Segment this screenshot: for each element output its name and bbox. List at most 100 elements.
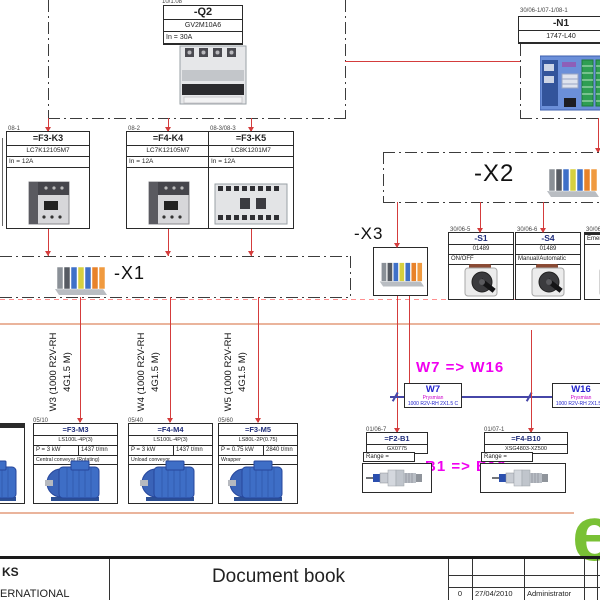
x2-band-left xyxy=(383,152,384,202)
wire-k5-x1 xyxy=(251,229,252,256)
x2-label: -X2 xyxy=(474,160,515,187)
s5-tag xyxy=(585,233,600,234)
titleblock-row-line-2 xyxy=(448,587,600,588)
titleblock-divider-6 xyxy=(597,559,598,600)
m5-speed: 2840 t/mn xyxy=(266,447,293,453)
cable-rename-note-w: W7 => W16 xyxy=(416,359,505,376)
wire-to-b10 xyxy=(531,330,532,432)
contactor-photo-k4 xyxy=(148,181,190,225)
s4-tag: -S4 xyxy=(516,233,580,245)
w7-brand: Prysmian xyxy=(422,395,444,401)
m3-crossref: 05/10 xyxy=(33,418,49,424)
k3-crossref: 08-1 xyxy=(8,126,21,132)
k4-current: In = 12A xyxy=(127,157,209,168)
selector-switch-photo-s4 xyxy=(531,264,565,297)
q2-type: GV2M10A6 xyxy=(164,20,242,32)
m4-crossref: 05/40 xyxy=(128,418,144,424)
m3-tag: =F3-M3 xyxy=(34,424,117,436)
k3-type: LC7K12105M7 xyxy=(7,146,89,157)
b1-crossref: 01/06-7 xyxy=(366,427,387,433)
wire-q2-k5 xyxy=(251,118,252,131)
cable-w5-line2: 4G1.5 M) xyxy=(237,352,248,392)
q2-frame-left xyxy=(48,0,49,118)
company-name-bottom: ERNATIONAL xyxy=(0,588,70,600)
wire-x1-m4 xyxy=(170,297,171,422)
left-neighbor-fragment xyxy=(2,138,3,226)
n1-crossref: 30/06-1/07-1/08-1 xyxy=(520,8,568,14)
b1-tag: =F2-B1 xyxy=(367,433,427,445)
k3-tag: =F3-K3 xyxy=(7,132,89,146)
n1-frame-bottom xyxy=(520,118,600,119)
s4-type: 01489 xyxy=(516,245,580,255)
wire-k3-x1 xyxy=(48,229,49,256)
wire-x3-b1 xyxy=(397,296,398,432)
sensor-b10-label: =F4-B10 XSG4803-XZ500 xyxy=(484,432,568,454)
wire-x2-x3 xyxy=(397,202,398,247)
x1-band-top xyxy=(0,256,352,257)
motor-photo-partial xyxy=(0,460,17,501)
selector-switch-photo-s1 xyxy=(464,264,498,297)
s4-crossref: 30/06-6 xyxy=(517,227,538,233)
plc-n1-label: -N1 1747-L40 xyxy=(518,16,600,44)
k4-tag: =F4-K4 xyxy=(127,132,209,146)
revision-author: Administrator xyxy=(527,589,572,598)
wire-n1-x2 xyxy=(598,118,599,152)
document-title: Document book xyxy=(211,566,346,587)
k5-current: In = 12A xyxy=(209,157,293,168)
cable-w5-line1: W5 (1000 R2V-RH xyxy=(223,332,234,412)
titleblock-divider-2 xyxy=(448,559,449,600)
proximity-sensor-photo-b10 xyxy=(492,469,548,487)
terminal-strip-photo-x2 xyxy=(547,168,599,197)
q2-tag: -Q2 xyxy=(164,6,242,20)
b1-type: GX0775 xyxy=(386,446,408,452)
proximity-sensor-photo-b1 xyxy=(366,469,422,487)
q2-frame-bottom xyxy=(48,118,346,119)
breaker-q2-label: -Q2 GV2M10A6 In = 30A xyxy=(163,5,243,45)
cable-w3-line1: W3 (1000 R2V-RH xyxy=(48,332,59,412)
cable-box-w16: W16 Prysmian 1000 R2V-RH 2X1.5 C xyxy=(552,383,600,408)
n1-tag: -N1 xyxy=(519,17,600,31)
q2-frame-right xyxy=(345,0,346,118)
m3-power: P = 3 kW xyxy=(34,446,79,455)
wire-x3-w7 xyxy=(409,296,410,393)
wire-x2-s1 xyxy=(480,202,481,232)
b10-type: XSG4803-XZ500 xyxy=(505,446,547,452)
n1-frame-left xyxy=(520,44,521,118)
s1-crossref: 30/06-5 xyxy=(450,227,471,233)
cable-w4-line2: 4G1.5 M) xyxy=(150,352,161,392)
titleblock-row-line-1 xyxy=(448,575,600,576)
w16-brand: Prysmian xyxy=(570,395,592,401)
titleblock-divider-4 xyxy=(524,559,525,600)
k5-crossref: 08-3/08-3 xyxy=(210,126,236,132)
wire-q2-n1 xyxy=(345,61,520,62)
cable-label-w5: W5 (1000 R2V-RH 4G1.5 M) xyxy=(222,317,252,427)
circuit-breaker-photo xyxy=(179,45,247,105)
x1-band-bottom xyxy=(0,297,352,298)
company-name-top: KS xyxy=(2,565,19,579)
s5-crossref: 30/06-7 xyxy=(586,227,600,233)
m5-tag: =F3-M5 xyxy=(219,424,297,436)
k5-type: LC8K1201M7 xyxy=(209,146,293,157)
selector-switch-photo-emergency xyxy=(599,269,600,295)
n1-type: 1747-L40 xyxy=(519,31,600,43)
wire-x2-s4 xyxy=(543,202,544,232)
m3-speed: 1437 t/mn xyxy=(81,447,108,453)
bottom-separator-line xyxy=(0,512,574,514)
revision-number: 0 xyxy=(457,589,463,598)
cable-w4-line1: W4 (1000 R2V-RH xyxy=(136,332,147,412)
cable-w3-line2: 4G1.5 M) xyxy=(62,352,73,392)
titleblock-divider-1 xyxy=(109,559,110,600)
wire-x1-m3 xyxy=(80,297,81,422)
b10-tag: =F4-B10 xyxy=(485,433,567,445)
revision-date: 27/04/2010 xyxy=(475,589,513,598)
w7-type: 1000 R2V-RH 2X1.5 C xyxy=(407,401,459,407)
m4-power: P = 3 kW xyxy=(129,446,174,455)
m4-speed: 1437 t/mn xyxy=(176,447,203,453)
cable-label-w3: W3 (1000 R2V-RH 4G1.5 M) xyxy=(47,317,77,427)
k5-tag: =F3-K5 xyxy=(209,132,293,146)
s1-type: 01489 xyxy=(449,245,513,255)
location-separator-line xyxy=(0,323,600,325)
q2-crossref: 10/1.08 xyxy=(162,0,183,5)
m5-power: P = 0.75 kW xyxy=(219,446,264,455)
